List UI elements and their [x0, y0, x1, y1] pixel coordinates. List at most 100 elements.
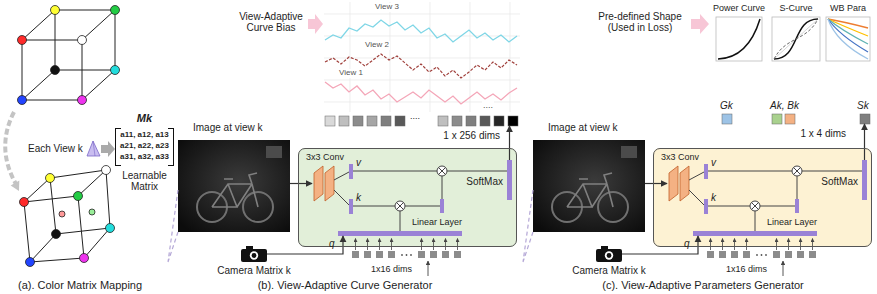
dims-label: 1x16 dims [371, 265, 412, 275]
connector-arrow [622, 236, 698, 254]
attention-module: 3x3 ConvSoftMaxLinear Layervk [653, 148, 872, 247]
curve-vector-cells [480, 116, 490, 126]
pointer-arrow [308, 14, 323, 34]
key-label: k [356, 192, 361, 203]
rgb-cube [18, 6, 120, 105]
parameter-cells [772, 114, 782, 124]
curve-vector-cells [395, 116, 405, 126]
wb-parameter-plot [828, 19, 868, 52]
mapped-cube [26, 258, 35, 267]
rgb-cube [51, 66, 60, 75]
attention-module: 3x3 ConvSoftMaxLinear Layervk [298, 148, 517, 247]
mapped-cube [24, 170, 110, 262]
plot-title: Power Curve [713, 4, 765, 14]
plot-title: WB Para [830, 4, 866, 14]
panel-caption: (c). View-Adaptive Parameters Generator [602, 279, 804, 291]
mapped-cube [74, 192, 83, 201]
rgb-cube [18, 6, 120, 105]
query-label: q [329, 238, 335, 249]
curve-vector-cells [353, 116, 363, 126]
mapped-cube [20, 198, 29, 207]
ellipsis: .... [410, 112, 420, 122]
rgb-cube [55, 10, 115, 70]
parameter-cells [722, 114, 870, 124]
camera-label: Camera Matrix k [217, 265, 290, 276]
mapped-cube [24, 196, 84, 262]
mapped-cube [59, 211, 65, 217]
param-symbol: Sk [857, 100, 869, 111]
parameter-vector: GkAk, BkSk1 x 4 dims [718, 114, 870, 124]
param-symbol: Gk [720, 100, 733, 111]
mapped-cube [106, 224, 115, 233]
plot-title: S-Curve [779, 4, 812, 14]
parameter-cells [722, 114, 732, 124]
curve-vector-cells [367, 116, 377, 126]
rgb-cube [78, 96, 87, 105]
connectors [267, 124, 865, 254]
curve-bias-plot [325, 54, 517, 78]
power-curve-plot [716, 17, 762, 61]
curve-vector-cells [339, 116, 349, 126]
layer-label: 3x3 Conv [661, 153, 699, 163]
mapped-cube [46, 174, 55, 183]
rgb-cube [18, 36, 27, 45]
connector-arrow [645, 183, 667, 184]
layer-label: Linear Layer [767, 218, 817, 228]
view-label: Each View k [28, 143, 83, 154]
layer-label: SoftMax [821, 176, 858, 187]
view-camera-icon [87, 141, 100, 156]
curve-bias-plot [324, 2, 520, 112]
series-label: View 3 [374, 3, 400, 12]
connector-arrow [290, 183, 312, 184]
input-image: Image at view k [533, 140, 645, 232]
mapped-cube [102, 166, 111, 175]
dims-label: 1x16 dims [726, 265, 767, 275]
ellipsis: .... [482, 101, 494, 111]
input-image: Image at view k [178, 140, 290, 232]
dims-label: 1 x 4 dims [800, 128, 846, 139]
softmax-bar: SoftMax [862, 160, 867, 200]
camera-icon: Camera Matrix k [241, 246, 267, 262]
curve-vector-cells [508, 116, 518, 126]
mapped-cube [50, 170, 110, 234]
panel-caption: (b). View-Adaptive Curve Generator [258, 279, 433, 291]
s-curve-plot [772, 17, 820, 61]
linear-layer-bar: Linear Layer [693, 231, 817, 236]
param-symbol: Ak, Bk [770, 100, 799, 111]
power-curve-plot [716, 17, 762, 61]
layer-label: Linear Layer [412, 218, 462, 228]
learnable-matrix: Mka11, a12, a13a21, a22, a23a31, a32, a3… [115, 128, 174, 166]
wb-parameter-plot [826, 17, 870, 61]
value-label: v [711, 157, 716, 168]
series-label: View 1 [338, 69, 364, 78]
s-curve-plot [774, 19, 818, 59]
scene-image [523, 140, 645, 262]
image-heading: Image at view k [548, 122, 617, 133]
parameter-cells [785, 114, 795, 124]
mapping-arrow [101, 141, 115, 157]
matrix-entry: a11, a12, a13 [120, 131, 169, 140]
camera-label: Camera Matrix k [572, 265, 645, 276]
mapped-cube [89, 209, 95, 215]
s-curve-plot [774, 19, 818, 59]
mapped-cube [24, 170, 110, 262]
parameter-cells [860, 114, 870, 124]
connector-arrow [864, 124, 865, 160]
camera-icon [596, 246, 622, 262]
conv-block: 3x3 Conv [667, 166, 691, 201]
series-label: View 2 [364, 41, 390, 50]
s-curve-plot [772, 17, 820, 61]
conv-block: 3x3 Conv [312, 166, 336, 201]
mapped-cube [20, 166, 115, 267]
mapped-cube [80, 254, 89, 263]
matrix-symbol: Mk [137, 112, 152, 124]
curve-bias-plot [325, 20, 517, 42]
rgb-cube [51, 6, 60, 15]
s-curve-plot [774, 19, 818, 59]
view-camera-icon [87, 141, 100, 156]
wb-parameter-plot [826, 17, 870, 61]
dims-label: 1 x 256 dims [443, 130, 500, 141]
curve-vector-cells [466, 116, 476, 126]
